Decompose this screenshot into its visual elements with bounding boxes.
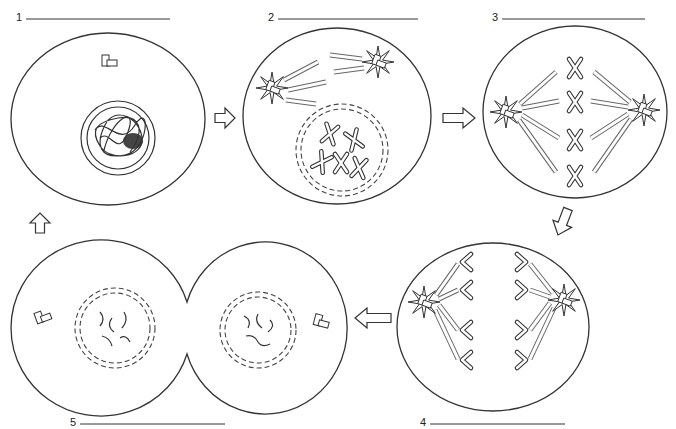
stage-number: 3	[492, 11, 498, 24]
cell-outline	[8, 236, 352, 429]
anaphase-contents	[408, 254, 580, 368]
telophase-contents	[34, 288, 331, 368]
cell-membrane	[11, 240, 347, 416]
anaphase-cell: 4	[394, 238, 592, 429]
interphase-contents	[81, 55, 155, 175]
cell-membrane	[243, 28, 431, 204]
telophase-cell: 5	[8, 236, 352, 429]
prophase-contents	[256, 46, 394, 196]
prophase-cell: 2	[238, 6, 440, 208]
cell-outline	[238, 6, 440, 208]
spindle-fibres	[284, 55, 631, 359]
stage-number: 1	[16, 11, 22, 24]
interphase-cell: 1	[8, 6, 212, 210]
cell-outline	[478, 6, 672, 206]
cycle-arrow	[553, 207, 572, 235]
answer-line	[502, 19, 645, 20]
cell-membrane	[397, 243, 589, 411]
answer-line	[26, 19, 170, 20]
stage-number: 2	[268, 11, 274, 24]
cycle-arrow	[30, 213, 50, 233]
cycle-arrow	[215, 108, 235, 128]
cycle-arrow	[443, 108, 475, 128]
metaphase-contents	[490, 59, 660, 185]
stage-number: 5	[70, 416, 76, 429]
cell-membrane	[11, 33, 205, 205]
cell-membrane	[483, 26, 667, 198]
cycle-arrow	[355, 308, 391, 328]
answer-line	[278, 19, 418, 20]
answer-line	[80, 424, 225, 425]
cell-outline	[8, 6, 212, 210]
metaphase-cell: 3	[478, 6, 672, 206]
stage-number: 4	[420, 416, 426, 429]
answer-line	[430, 424, 565, 425]
cell-outline	[394, 238, 592, 429]
